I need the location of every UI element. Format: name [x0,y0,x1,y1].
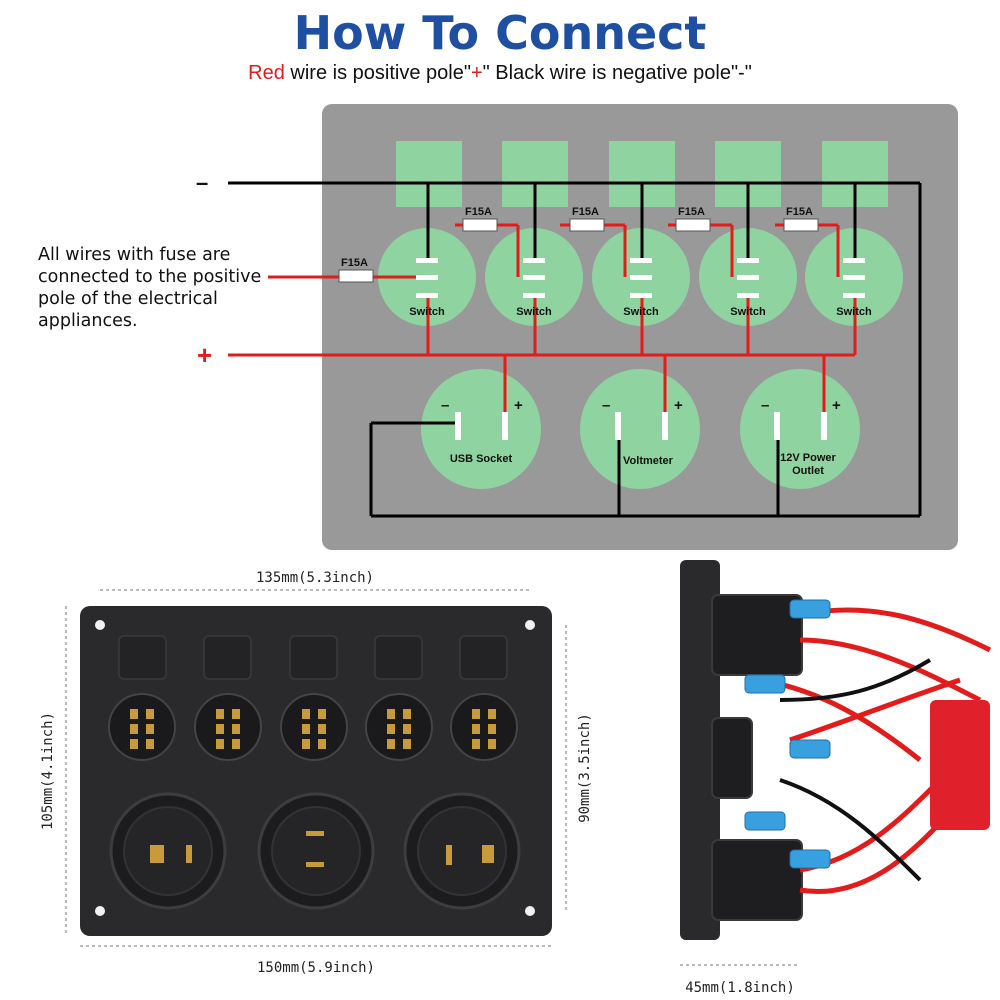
fuses [338,218,819,283]
switch-label: Switch [836,306,872,318]
subtitle-text-1: wire is positive pole" [284,62,471,84]
device-circle [740,369,860,489]
device-labels: USB Socket Voltmeter 12V Power Outlet [450,452,837,477]
device-pos-sign: + [674,397,683,414]
fuse-labels: F15A F15A F15A F15A F15A [341,206,813,269]
dimension-right-height: 90mm(3.5inch) [577,713,593,823]
negative-wires [228,181,922,518]
device-pins [455,412,827,440]
device-label-outlet-2: Outlet [792,465,824,477]
device-neg-sign: – [441,397,449,414]
dimension-top-width: 135mm(5.3inch) [256,570,374,586]
dimension-left-height: 105mm(4.1inch) [40,712,56,830]
fuse-note-line-2: connected to the positive [38,267,262,287]
device-circles [421,369,860,489]
device-polarity: – + – + – + [441,397,841,414]
negative-pole-symbol: – [196,170,208,195]
dimension-lines [65,589,800,966]
switch-labels: Switch Switch Switch Switch Switch [409,306,872,318]
switch-label: Switch [409,306,445,318]
fuse-note-line-1: All wires with fuse are [38,245,231,265]
panel-rocker-switches [108,693,518,761]
fuse [338,269,374,283]
device-pos-sign: + [832,397,841,414]
positive-wires [228,223,857,420]
device-label-usb: USB Socket [450,453,513,465]
fuse [462,218,498,232]
panel-sockets [109,792,521,910]
page-subtitle: Red wire is positive pole"+" Black wire … [0,62,1000,85]
device-label-voltmeter: Voltmeter [623,455,674,467]
fuse-note-line-3: pole of the electrical [38,289,218,309]
panel-label-squares [118,635,508,680]
fuse-label: F15A [572,206,599,218]
fuse [783,218,819,232]
fuse-label: F15A [465,206,492,218]
mount-holes [95,620,535,916]
switch-label: Switch [623,306,659,318]
fuse [569,218,605,232]
page-title: How To Connect [293,6,707,60]
fuse-note-line-4: appliances. [38,311,138,331]
fuse-note: All wires with fuse are connected to the… [38,244,278,332]
device-pos-sign: + [514,397,523,414]
subtitle-text-2: " Black wire is negative pole"-" [482,62,752,84]
fuse-label: F15A [341,257,368,269]
dimension-bottom-width: 150mm(5.9inch) [257,960,375,976]
device-neg-sign: – [761,397,769,414]
device-label-outlet-1: 12V Power [780,452,836,464]
fuse-label: F15A [786,206,813,218]
device-circle [421,369,541,489]
subtitle-red-word: Red [248,62,285,84]
device-circle [580,369,700,489]
side-view [680,560,992,940]
fuse-label: F15A [678,206,705,218]
dimension-depth: 45mm(1.8inch) [685,980,795,996]
switch-label: Switch [516,306,552,318]
fuse [675,218,711,232]
switch-pins [416,258,865,298]
switch-label: Switch [730,306,766,318]
subtitle-plus: + [470,62,483,84]
device-neg-sign: – [602,397,610,414]
positive-pole-symbol: + [197,340,212,370]
